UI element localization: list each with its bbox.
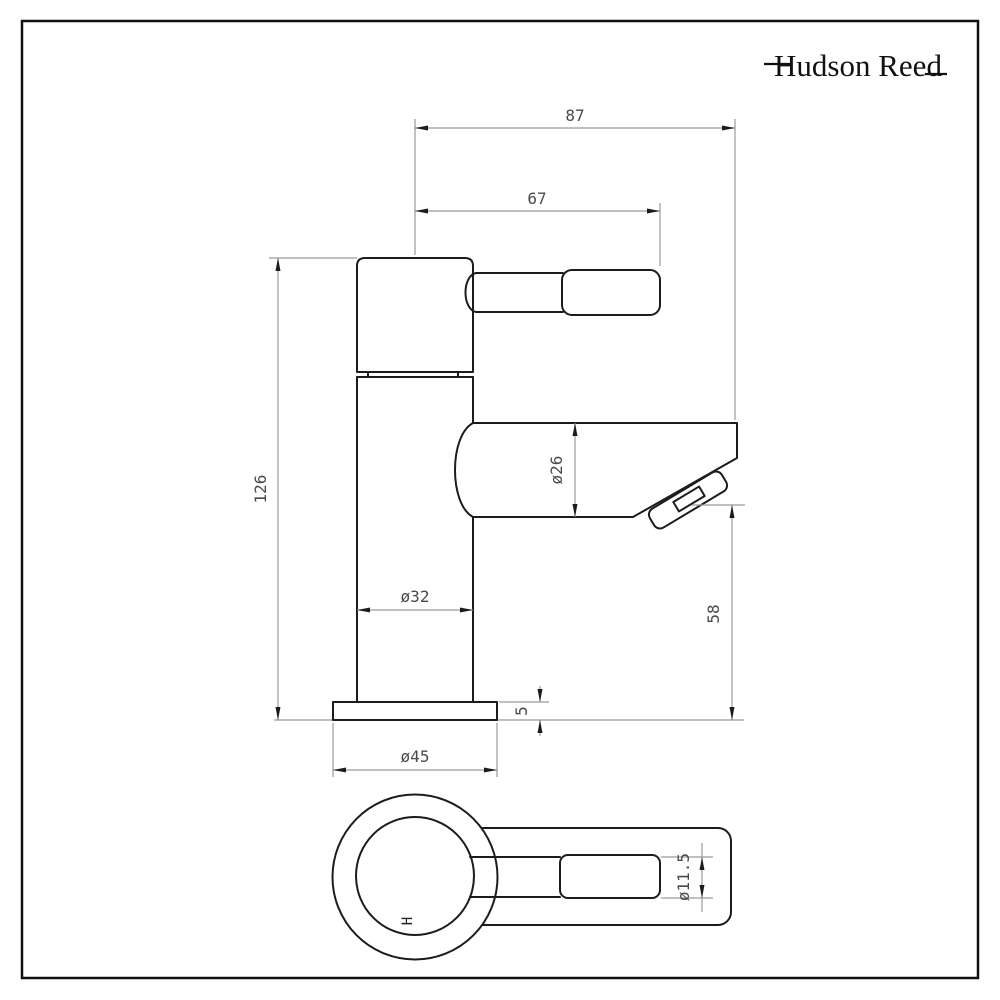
dim-label-base-thickness: 5 xyxy=(512,706,531,716)
dim-arrow xyxy=(415,208,428,214)
spout xyxy=(454,422,738,518)
handle-grip-top xyxy=(559,854,661,899)
dim-arrow xyxy=(572,504,578,517)
dim-label-handle-grip-diameter: ø11.5 xyxy=(674,853,693,901)
dimension-spout-projection: 87 xyxy=(415,106,735,131)
dim-arrow xyxy=(537,720,543,733)
front-view xyxy=(274,257,744,721)
sheet-border xyxy=(20,19,980,980)
brand-logo: Hudson Reed xyxy=(764,48,947,83)
dimension-base-diameter: ø45 xyxy=(332,723,498,777)
dim-arrow xyxy=(275,258,281,271)
dim-arrow xyxy=(647,208,660,214)
dim-label-spout-outlet-height: 58 xyxy=(704,604,723,623)
dim-arrow xyxy=(572,423,578,436)
dim-arrow xyxy=(729,505,735,518)
dim-arrow xyxy=(333,767,346,773)
top-view: H xyxy=(331,793,732,961)
body-column xyxy=(356,376,474,703)
handle-arm-cap xyxy=(464,272,477,313)
dim-label-spout-projection: 87 xyxy=(565,106,584,125)
base-flange xyxy=(332,701,498,721)
dim-arrow xyxy=(484,767,497,773)
dim-arrow xyxy=(275,707,281,720)
dim-arrow xyxy=(357,607,370,613)
dimension-body-diameter: ø32 xyxy=(357,587,473,613)
dim-arrow xyxy=(537,689,543,702)
dim-label-spout-diameter: ø26 xyxy=(547,456,566,485)
dim-arrow xyxy=(722,125,735,131)
dim-label-overall-height: 126 xyxy=(251,475,270,504)
dim-label-base-diameter: ø45 xyxy=(401,747,430,766)
aerator-body xyxy=(647,470,729,530)
handle-grip xyxy=(561,269,661,316)
dim-arrow xyxy=(729,707,735,720)
dimension-handle-grip-diameter: ø11.5 xyxy=(661,843,713,912)
dim-arrow xyxy=(699,857,705,870)
dim-arrow xyxy=(699,885,705,898)
dimensions: 87 67 126 ø26 ø32 xyxy=(251,106,745,912)
aerator xyxy=(647,470,729,530)
dimension-handle-projection: 67 xyxy=(415,189,660,214)
head-column-groove xyxy=(356,371,474,378)
dimension-spout-diameter: ø26 xyxy=(547,423,578,517)
body-circle xyxy=(355,816,475,936)
tap-head xyxy=(356,257,474,373)
dim-label-handle-projection: 67 xyxy=(527,189,546,208)
handle-front xyxy=(464,269,661,316)
logo-text: Hudson Reed xyxy=(774,48,942,83)
dim-arrow xyxy=(460,607,473,613)
dimension-spout-outlet-height: 58 xyxy=(692,504,745,720)
dim-label-body-diameter: ø32 xyxy=(401,587,430,606)
dimension-base-thickness: 5 xyxy=(499,686,549,736)
hot-indicator-label: H xyxy=(400,917,416,925)
dimension-overall-height: 126 xyxy=(251,257,357,720)
dim-arrow xyxy=(415,125,428,131)
aerator-inset xyxy=(672,485,706,513)
